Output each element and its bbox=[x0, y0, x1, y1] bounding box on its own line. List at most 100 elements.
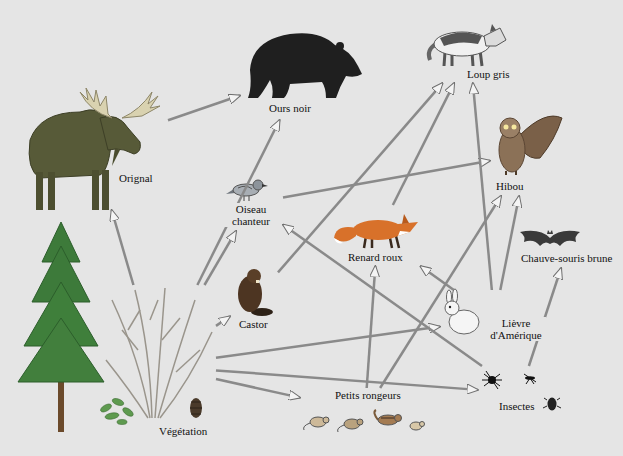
insect-figures-part bbox=[548, 398, 557, 411]
owl-figure-part bbox=[504, 125, 509, 130]
fox-figure-part bbox=[334, 238, 343, 243]
rodent-figures-part bbox=[304, 423, 310, 430]
hare-figure bbox=[445, 289, 479, 334]
small-plants-part bbox=[121, 406, 134, 418]
organism-label: Castor bbox=[238, 318, 269, 330]
insect-figures-part bbox=[488, 376, 496, 384]
bush-figure-part bbox=[176, 350, 200, 372]
moose-figure-part bbox=[29, 110, 112, 178]
insect-figures-part bbox=[482, 371, 502, 389]
organism-label: Petits rongeurs bbox=[334, 389, 402, 401]
rodent-figures bbox=[304, 410, 425, 432]
fox-figure bbox=[334, 214, 418, 248]
organism-label: Hibou bbox=[495, 180, 525, 192]
organism-node: Renard roux bbox=[330, 205, 425, 266]
bush-figure-part bbox=[112, 300, 150, 418]
organism-node: Orignal bbox=[18, 82, 168, 210]
food-arrow bbox=[216, 327, 440, 358]
songbird-figure-part bbox=[253, 180, 263, 190]
rodent-figures-part bbox=[338, 425, 344, 432]
owl-figure-part bbox=[512, 125, 517, 130]
food-arrow bbox=[216, 370, 478, 389]
rodent-figures-part bbox=[381, 418, 395, 419]
fox-figure-part bbox=[402, 214, 409, 224]
food-arrow bbox=[216, 379, 300, 398]
songbird-figure-part bbox=[262, 184, 268, 187]
bat-figure-part bbox=[520, 231, 580, 246]
small-plants-part bbox=[99, 402, 112, 413]
organism-label: Insectes bbox=[498, 400, 535, 412]
insect-figures-part bbox=[543, 398, 561, 408]
hare-figure-part bbox=[449, 306, 451, 308]
owl-figure-part bbox=[500, 118, 520, 138]
conifer-tree bbox=[18, 222, 104, 432]
organism-node: Castor bbox=[230, 266, 278, 334]
bush-figure bbox=[106, 288, 212, 418]
beaver-figure-part bbox=[256, 280, 259, 283]
organism-node: Lièvre d'Amérique bbox=[440, 290, 549, 348]
beaver-figure-part bbox=[247, 269, 261, 283]
moose-figure-part bbox=[100, 116, 140, 154]
food-arrow bbox=[112, 210, 134, 285]
small-plants-part bbox=[111, 397, 124, 407]
organism-label: Oiseau chanteur bbox=[222, 203, 280, 227]
bush-figure-part bbox=[162, 318, 180, 340]
bat-figure bbox=[520, 230, 580, 246]
owl-figure-part bbox=[506, 171, 516, 175]
organism-label: Orignal bbox=[118, 172, 154, 184]
bush-figure-part bbox=[150, 300, 158, 320]
rodent-figures-part bbox=[323, 417, 329, 423]
food-arrow bbox=[380, 196, 501, 388]
bush-figure-part bbox=[135, 290, 152, 418]
fox-figure-part bbox=[398, 231, 410, 236]
conifer-tree-part bbox=[18, 318, 104, 382]
wolf-figure-part bbox=[484, 28, 506, 46]
pine-cone-part bbox=[190, 402, 202, 414]
organism-label: Végétation bbox=[158, 425, 208, 437]
insect-figures-part bbox=[524, 374, 536, 384]
small-plants-part bbox=[105, 412, 120, 420]
bush-figure-part bbox=[106, 360, 148, 418]
rodent-figures-part bbox=[420, 422, 425, 427]
rodent-figures-part bbox=[374, 410, 378, 420]
owl-figure bbox=[499, 116, 562, 175]
wolf-figure-part bbox=[440, 32, 482, 46]
songbird-figure-part bbox=[244, 196, 249, 201]
moose-figure-part bbox=[36, 172, 43, 210]
bat-figure-part bbox=[547, 230, 553, 234]
bush-figure-part bbox=[122, 330, 138, 350]
food-arrow bbox=[473, 83, 492, 290]
food-arrow bbox=[168, 95, 240, 120]
fox-figure-part bbox=[334, 227, 356, 241]
wolf-figure-part bbox=[490, 24, 496, 32]
bush-figure-part bbox=[160, 332, 212, 418]
organism-node: Végétation bbox=[98, 285, 216, 447]
pine-cone-part bbox=[190, 398, 202, 418]
bear-figure-part bbox=[248, 33, 362, 98]
food-arrow bbox=[197, 120, 279, 285]
hare-figure-part bbox=[445, 301, 459, 315]
moose-figure-part bbox=[112, 148, 120, 166]
food-arrow bbox=[500, 196, 519, 290]
organism-node: Chauve-souris brune bbox=[518, 226, 618, 268]
food-arrow bbox=[283, 161, 490, 198]
food-arrow bbox=[216, 316, 230, 326]
moose-figure-part bbox=[102, 170, 109, 210]
organism-node: Ours noir bbox=[240, 28, 365, 120]
organism-label: Renard roux bbox=[347, 251, 404, 263]
small-plants-part bbox=[117, 420, 127, 425]
fox-figure-part bbox=[398, 222, 418, 236]
bear-figure-part bbox=[336, 42, 344, 50]
organism-label: Ours noir bbox=[268, 102, 312, 114]
rodent-figures-part bbox=[357, 419, 363, 425]
food-arrow bbox=[367, 266, 376, 388]
organism-node: Oiseau chanteur bbox=[222, 175, 283, 231]
rodent-figures-part bbox=[395, 415, 402, 422]
food-arrow bbox=[420, 266, 454, 290]
wolf-figure-part bbox=[434, 32, 490, 56]
organism-label: Lièvre d'Amérique bbox=[486, 317, 546, 341]
wolf-figure bbox=[429, 24, 506, 66]
